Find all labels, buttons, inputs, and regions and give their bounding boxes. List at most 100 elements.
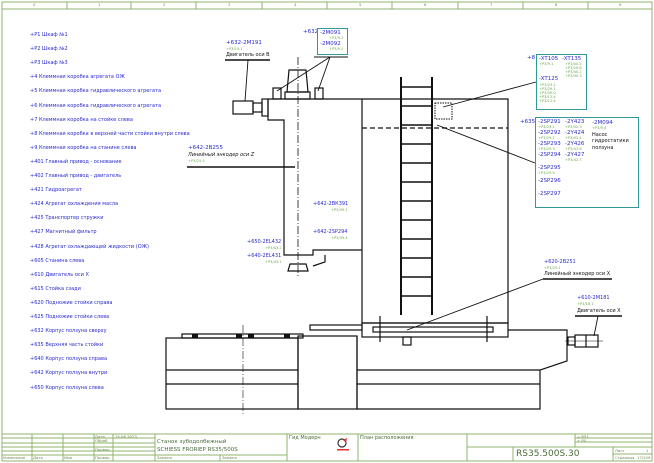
legend-item: +7 Клеммная коробка на стойке слева <box>30 116 133 123</box>
legend-item: +8 Клеммная коробка в верхней части стой… <box>30 130 190 137</box>
legend-item: +632 Корпус ползуна сверху <box>30 328 107 335</box>
ruler-label: 7 <box>490 2 493 7</box>
legend-item: +424 Агрегат охлаждения масла <box>30 201 119 208</box>
device-ref: +P3/12.4 <box>539 95 556 99</box>
device-ref: +P3/25.1 <box>544 266 561 270</box>
legend-item: +401 Главный привод - основание <box>30 158 122 165</box>
legend-item: +P1 Шкаф №1 <box>30 32 68 38</box>
location-code: + P0 <box>577 438 587 443</box>
device-desc: Линейный энкодер оси Z <box>188 152 255 158</box>
device-tag: -2SP296 <box>538 178 561 184</box>
location-tag: +8 <box>527 55 536 61</box>
device-ref: +P3/40.2 <box>565 70 582 74</box>
legend-item: +605 Станина слева <box>30 257 85 264</box>
device-tag: -2SP292 <box>538 130 561 136</box>
device-ref: +P3/12.4 <box>539 99 556 103</box>
machine-model: SCHIESS FRORIEP RS35/500S <box>157 447 238 453</box>
device-tag: +642-2В255 <box>188 145 223 151</box>
ruler-label: 2 <box>163 2 166 7</box>
device-desc: Линейный энкодер оси X <box>544 271 611 277</box>
equipment-code: = RS1 <box>577 434 589 439</box>
legend-item: +402 Главный привод - двигатель <box>30 173 122 179</box>
device-ref: +P3/42.4 <box>565 136 582 140</box>
device-ref: +P3/18.1 <box>577 302 594 306</box>
ruler-label: 3 <box>228 2 231 7</box>
device-ref: +P3/40.3 <box>565 74 582 78</box>
drawn-label: Обраб <box>95 438 108 443</box>
checked-label: Провер <box>95 447 110 452</box>
device-ref: +P3/25.5 <box>188 159 205 163</box>
device-tag: -2Y423 <box>565 119 585 125</box>
replaced-label: Замена <box>222 455 237 460</box>
device-tag: -2М091 <box>320 30 341 36</box>
ruler-label: 5 <box>359 2 362 7</box>
device-tag: -XT125 <box>539 76 559 82</box>
device-ref: +P3/29.3 <box>538 147 555 151</box>
device-ref: +P3/9.2 <box>329 47 344 51</box>
device-desc: Двигатель оси B <box>226 52 270 58</box>
ruler-label: 4 <box>294 2 297 7</box>
page-number: 17/209 <box>637 455 651 460</box>
device-tag: +640-2EL431 <box>247 253 282 259</box>
change-label: Изменение <box>3 455 26 460</box>
device-tag: +610-2М181 <box>577 295 610 301</box>
device-desc: Насос гидростатики ползуна <box>592 132 629 151</box>
device-ref: +P3/42.7 <box>565 158 582 162</box>
date-value: 15.06.2023 <box>115 434 137 439</box>
legend-item: +427 Магнитный фильтр <box>30 229 97 236</box>
legend-item: +428 Агрегат охлаждающей жидкости (ОЖ) <box>30 243 149 250</box>
norm-label: Провер <box>95 455 110 460</box>
device-ref: +P3/29.2 <box>538 136 555 140</box>
device-tag: -2Y427 <box>565 152 585 158</box>
device-tag: -2М094 <box>592 120 613 126</box>
original-label: Замена <box>157 455 172 460</box>
legend-item: +642 Корпус ползуна внутри <box>30 370 108 377</box>
device-ref: +P3/9.4 <box>592 126 607 130</box>
device-ref: +P3/29.1 <box>539 87 556 91</box>
legend-item: +P3 Шкаф №3 <box>30 60 68 67</box>
device-tag: -2SP291 <box>538 119 561 125</box>
device-ref: +P3/19.1 <box>226 47 243 51</box>
device-tag: -2SP297 <box>538 191 561 197</box>
device-ref: +P3/30.0 <box>539 91 556 95</box>
device-tag: -2SP293 <box>538 141 561 147</box>
device-tag: -2SP294 <box>538 152 561 158</box>
legend-item: +425 Транспортер стружки <box>30 215 104 222</box>
callout-box-635[interactable]: -2SP291+P3/29.1-2SP292+P3/29.2-2SP293+P3… <box>535 117 639 208</box>
ruler-label: 8 <box>555 2 558 7</box>
device-tag: -XT105 <box>539 56 559 62</box>
device-ref: +P3/39.4 <box>331 236 348 240</box>
device-ref: +P3/29.5 <box>538 171 555 175</box>
legend-item: +P2 Шкаф №2 <box>30 46 68 53</box>
device-ref: +P3/42.6 <box>565 147 582 151</box>
device-ref: +P3/29.6 <box>565 66 582 70</box>
device-ref: +P3/43.2 <box>265 246 282 250</box>
sheet-title: План расположения <box>360 435 414 441</box>
device-ref: +P3/40.2 <box>565 62 582 66</box>
device-ref: +P3/42.3 <box>565 125 582 129</box>
device-ref: +P3/9.1 <box>539 62 554 66</box>
legend-item: +650 Корпус ползуна слева <box>30 384 104 391</box>
callout-box-8[interactable]: -XT105 +P3/9.1 -XT135 +P3/40.2 +P3/29.6 … <box>536 54 587 110</box>
device-tag: -2Y426 <box>565 141 585 147</box>
callout-box-632[interactable]: -2М091 +P3/9.1 -2М092 +P3/9.2 <box>317 28 348 55</box>
legend-item: +615 Стойка сзади <box>30 285 81 292</box>
name-label: Имя <box>64 455 72 460</box>
legend-item: +421 Гидроагрегат <box>30 187 82 194</box>
machine-name: Станок зубодолбежный <box>157 439 227 445</box>
company-name: Гид Модерн <box>289 435 321 441</box>
drawing-number: RS35.500S.30 <box>516 449 580 459</box>
legend-item: +4 Клеммная коробка агрегата ОЖ <box>30 74 125 81</box>
device-ref: +P3/39.1 <box>331 208 348 212</box>
date-label: Дата <box>95 434 105 439</box>
device-ref: +P3/29.1 <box>539 83 556 87</box>
sheet-number: 1 <box>646 448 649 453</box>
change-date-label: Дата <box>33 455 43 460</box>
device-ref: +P3/43.1 <box>265 260 282 264</box>
device-tag: +642-2SP294 <box>313 229 348 235</box>
legend-item: +625 Подножие стойки слева <box>30 314 110 320</box>
legend-item: +635 Верхняя часть стойки <box>30 342 104 349</box>
device-tag: +650-2EL432 <box>247 239 282 245</box>
device-ref: +P3/9.1 <box>329 36 344 40</box>
